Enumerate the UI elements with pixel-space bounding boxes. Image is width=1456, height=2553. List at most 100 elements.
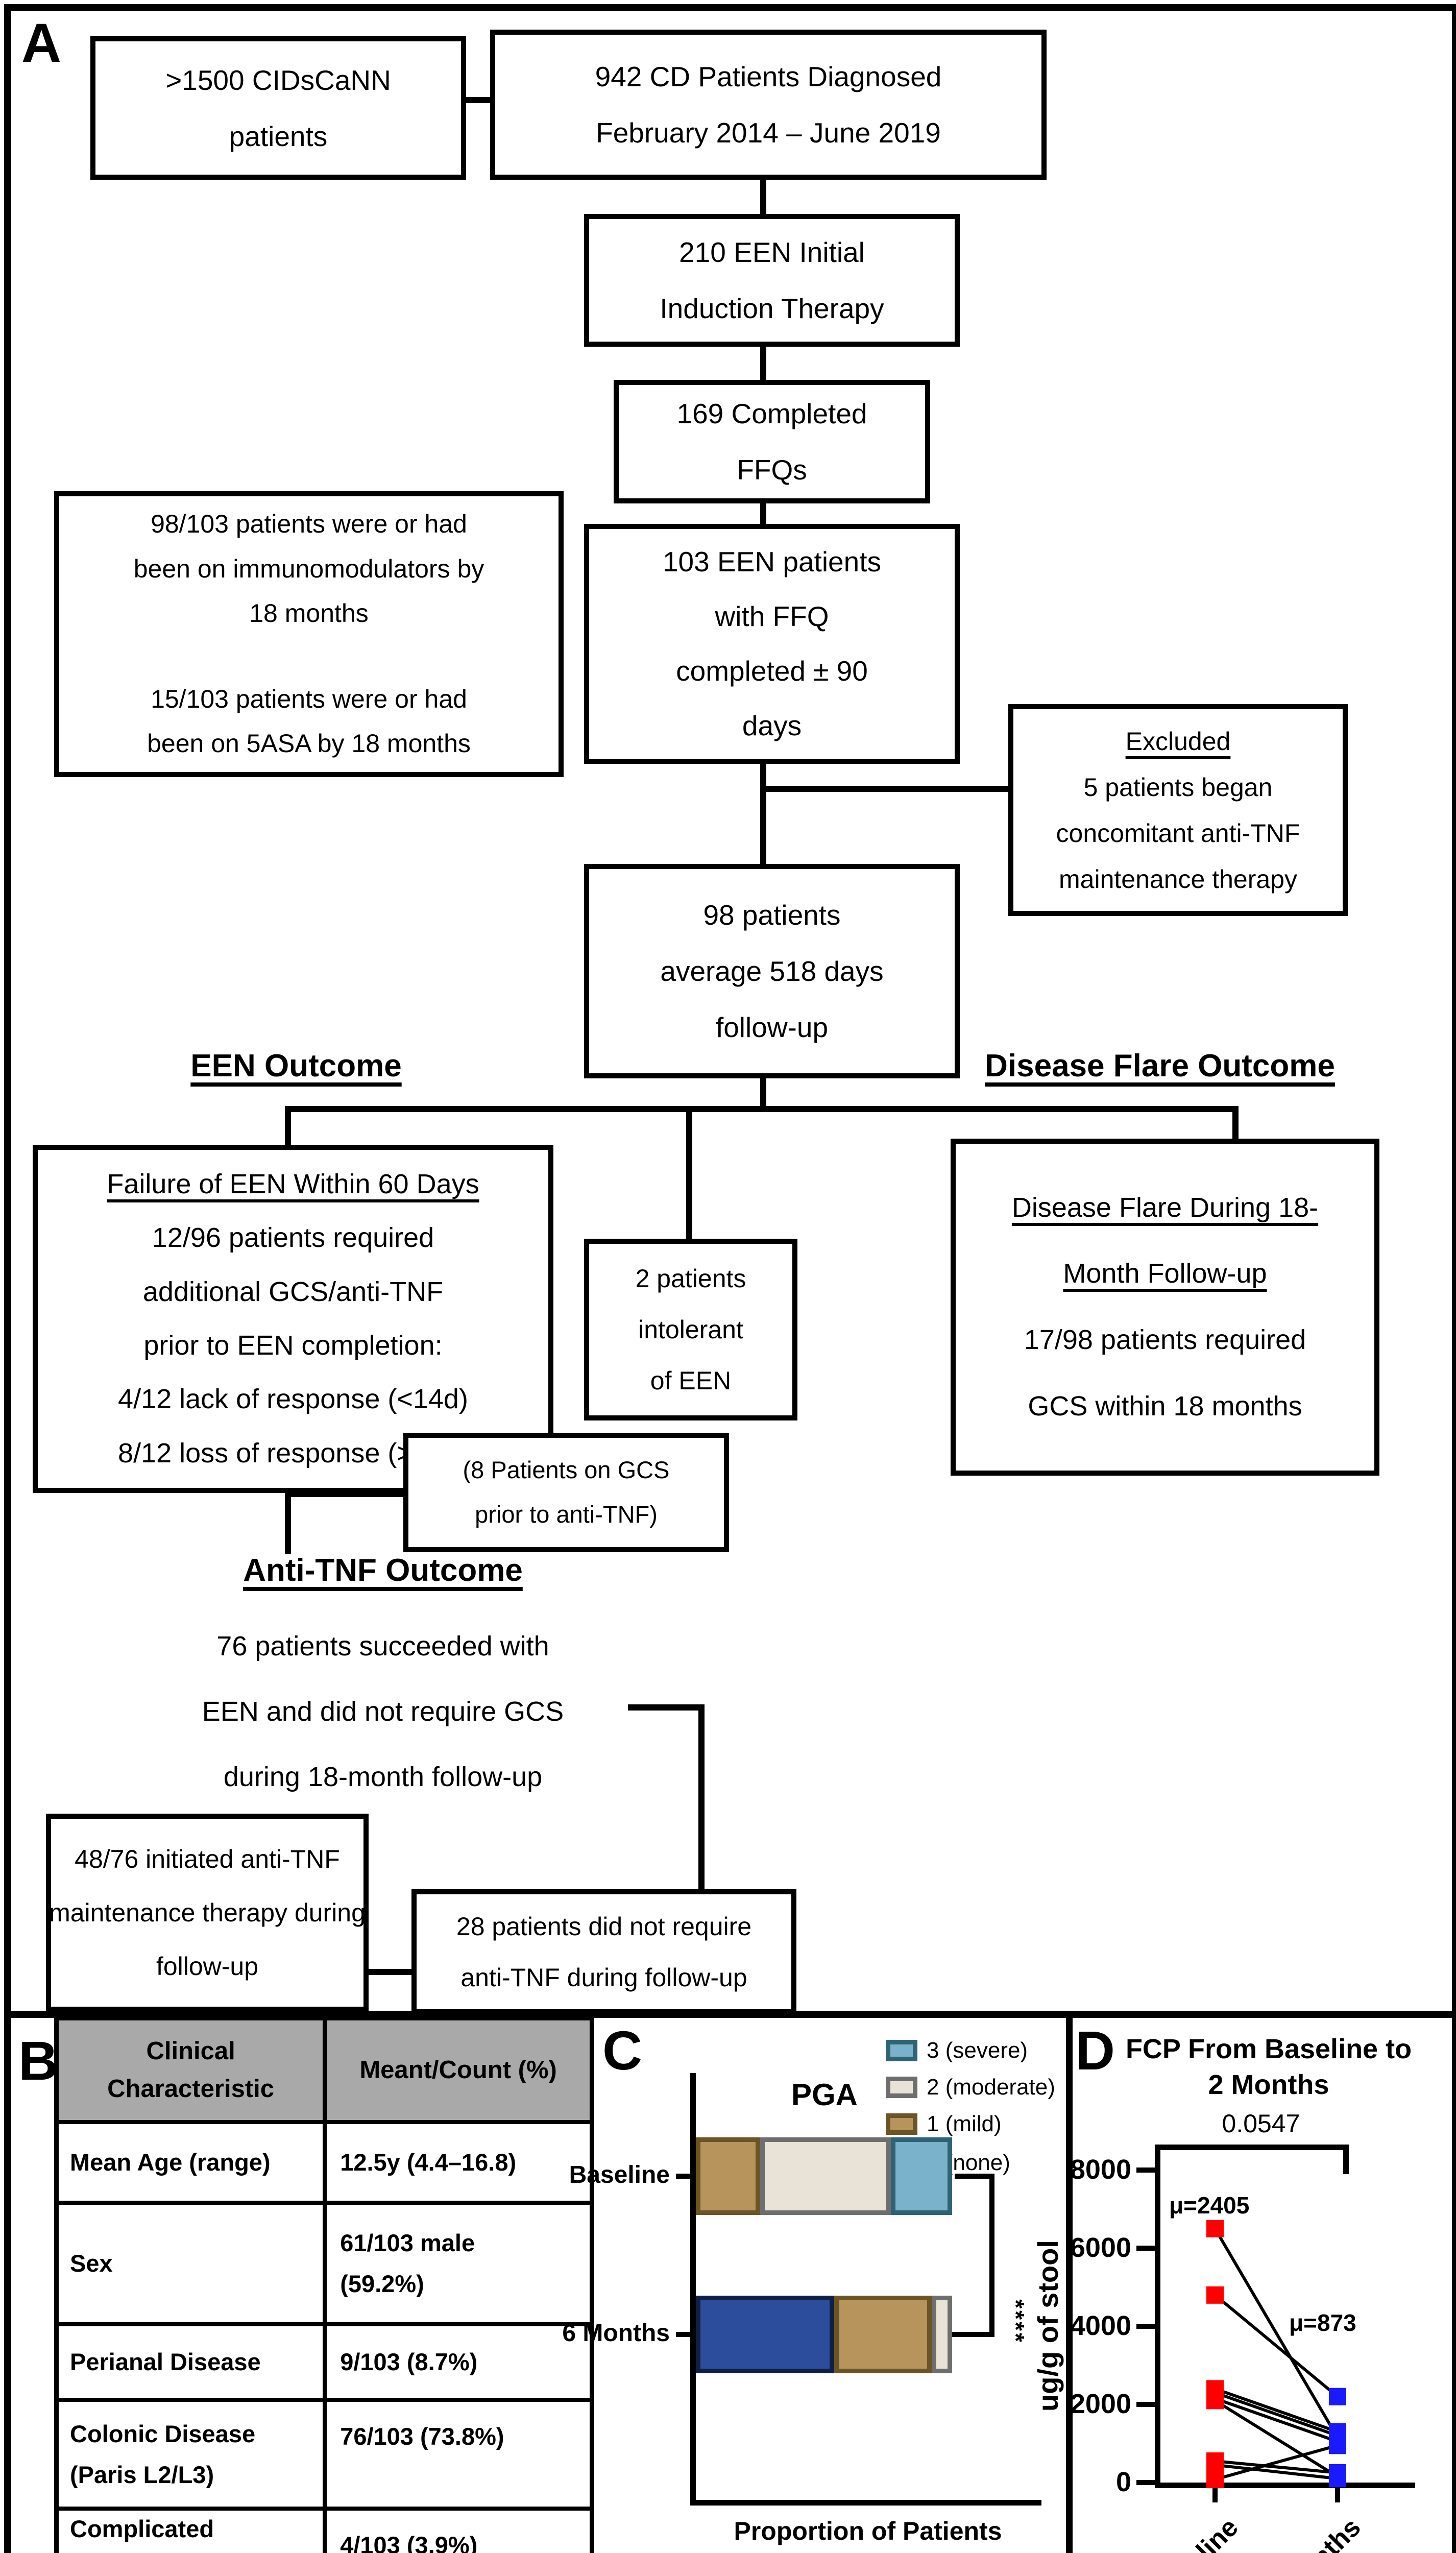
flow-text: 4/12 lack of response (<14d) <box>118 1384 468 1415</box>
pga-chart-title: PGA <box>791 2078 858 2112</box>
legend-label: 3 (severe) <box>927 2038 1028 2063</box>
flow-text: Failure of EEN Within 60 Days <box>107 1169 479 1200</box>
mild-color-swatch <box>886 2113 917 2135</box>
bar-segment <box>834 2296 932 2373</box>
flow-text: follow-up <box>715 1011 829 1043</box>
flow-text: EEN and did not require GCS <box>202 1696 564 1727</box>
legend-item-moderate: 2 (moderate) <box>886 2074 1055 2101</box>
pair-line <box>1215 2397 1338 2443</box>
legend-label: 2 (moderate) <box>927 2075 1055 2100</box>
axis-tick <box>1136 2324 1155 2329</box>
flow-text: been on immunomodulators by <box>133 554 484 583</box>
flow-text: average 518 days <box>660 955 884 987</box>
connector-line <box>628 1704 705 1711</box>
flow-text: completed ± 90 <box>676 655 868 687</box>
baseline-point <box>1206 2392 1224 2410</box>
cell-text: 76/103 (73.8%) <box>340 2423 504 2450</box>
connector-line <box>285 1106 1239 1112</box>
table-cell: 12.5y (4.4–16.8) <box>327 2124 590 2201</box>
connector-line <box>285 1483 291 1554</box>
p-value: 0.0547 <box>1222 2109 1300 2138</box>
flow-box-induction: 210 EEN Initial Induction Therapy <box>584 214 960 347</box>
flow-text: maintenance therapy during <box>49 1898 366 1927</box>
connector-line <box>763 786 1008 792</box>
axis-tick <box>1212 2488 1218 2502</box>
flow-box-ffq: 169 Completed FFQs <box>614 380 930 503</box>
table-cell: 9/103 (8.7%) <box>327 2326 590 2398</box>
pair-line <box>1215 2459 1338 2474</box>
pair-line <box>1215 2387 1338 2434</box>
connector-line <box>760 336 766 380</box>
table-cell: Complicated Disease (B2/B3) <box>59 2511 327 2553</box>
significance-asterisks: **** <box>1003 2299 1029 2344</box>
y-tick-label: 6000 <box>1070 2232 1131 2263</box>
flow-text: during 18-month follow-up <box>223 1762 543 1792</box>
pair-line <box>1215 2463 1338 2480</box>
six-months-tick-label: 6 Months <box>562 2320 670 2347</box>
flow-text: Excluded <box>1125 727 1231 756</box>
significance-bracket <box>989 2174 994 2337</box>
table-cell: Perianal Disease <box>59 2326 327 2398</box>
pga-x-axis <box>690 2500 1041 2506</box>
flow-box-no-anti-tnf: 28 patients did not require anti-TNF dur… <box>411 1889 796 2014</box>
table-cell: 4/103 (3.9%) <box>327 2511 590 2553</box>
connector-line <box>760 754 766 864</box>
baseline-stacked-bar <box>696 2137 952 2215</box>
table-cell: 61/103 male (59.2%) <box>327 2205 590 2322</box>
cell-text: Colonic Disease <box>70 2420 256 2447</box>
six-months-stacked-bar <box>696 2296 952 2373</box>
connector-line <box>1232 1106 1239 1139</box>
fcp-y-axis <box>1155 2164 1160 2488</box>
two-months-mean-annotation: μ=873 <box>1289 2309 1356 2336</box>
table-cell: Colonic Disease (Paris L2/L3) <box>59 2402 327 2507</box>
flow-text: 12/96 patients required <box>152 1222 434 1254</box>
p-value-bracket <box>1155 2145 1160 2174</box>
table-cell: Mean Age (range) <box>59 2124 327 2201</box>
flow-text: prior to EEN completion: <box>143 1330 443 1361</box>
flow-text: GCS within 18 months <box>1028 1390 1302 1422</box>
header-text: Clinical <box>146 2037 235 2065</box>
pair-line <box>1214 2294 1339 2398</box>
flow-text: 48/76 initiated anti-TNF <box>75 1844 340 1873</box>
cell-text: 9/103 (8.7%) <box>340 2348 478 2376</box>
pair-line <box>1214 2228 1339 2439</box>
flow-box-disease-flare: Disease Flare During 18- Month Follow-up… <box>951 1139 1379 1476</box>
flow-box-excluded: Excluded 5 patients began concomitant an… <box>1008 704 1348 916</box>
anti-tnf-text: 76 patients succeeded with EEN and did n… <box>112 1613 653 1810</box>
flow-box-diagnosed: 942 CD Patients Diagnosed February 2014 … <box>490 30 1047 180</box>
bar-segment <box>696 2137 760 2215</box>
heading-text: EEN Outcome <box>190 1048 402 1083</box>
flow-text: 210 EEN Initial <box>679 236 865 268</box>
cell-text: 12.5y (4.4–16.8) <box>340 2149 517 2176</box>
panel-c-label: C <box>602 2019 642 2081</box>
connector-line <box>760 170 766 214</box>
flow-text: maintenance therapy <box>1059 864 1297 894</box>
panel-separator <box>1066 2011 1073 2553</box>
panel-a-label: A <box>21 12 61 74</box>
fcp-scatter-plot <box>1206 2220 1346 2488</box>
significance-bracket <box>955 2174 994 2179</box>
title-text: FCP From Baseline to <box>1125 2034 1412 2064</box>
anti-tnf-outcome-heading: Anti-TNF Outcome <box>138 1552 628 1588</box>
y-tick-label: 4000 <box>1070 2310 1131 2341</box>
cell-text: Perianal Disease <box>70 2348 261 2376</box>
table-header-cell: Meant/Count (%) <box>327 2020 590 2120</box>
axis-tick <box>1136 2246 1155 2251</box>
flow-text: Induction Therapy <box>660 293 884 324</box>
axis-tick <box>1136 2402 1155 2407</box>
flow-text: 942 CD Patients Diagnosed <box>595 61 942 92</box>
axis-tick <box>676 2332 690 2337</box>
pga-x-axis-label: Proportion of Patients <box>734 2517 1002 2545</box>
y-tick-label: 2000 <box>1070 2389 1131 2419</box>
bar-segment <box>891 2137 952 2215</box>
clinical-characteristics-table: Clinical Characteristic Meant/Count (%) … <box>54 2016 594 2553</box>
table-row: Colonic Disease (Paris L2/L3) 76/103 (73… <box>59 2398 590 2507</box>
flow-box-followup: 98 patients average 518 days follow-up <box>584 864 960 1078</box>
flow-box-gcs-paren: (8 Patients on GCS prior to anti-TNF) <box>403 1433 729 1552</box>
legend-item-severe: 3 (severe) <box>886 2037 1028 2064</box>
flow-text: 17/98 patients required <box>1024 1324 1306 1355</box>
flow-text: 169 Completed <box>676 398 867 429</box>
two-months-point <box>1329 2470 1346 2488</box>
connector-line <box>698 1704 705 1892</box>
